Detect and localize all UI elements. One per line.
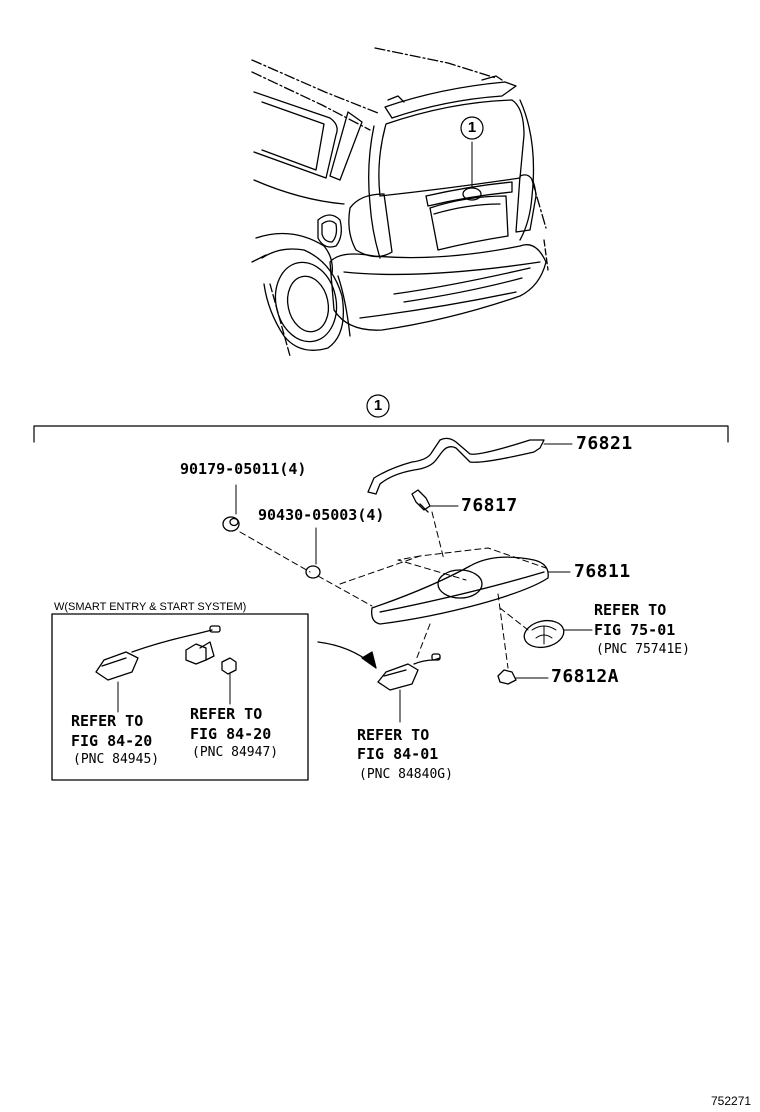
vehicle-rear-illustration (251, 47, 549, 357)
ref-84-20-b-line1: REFER TO (190, 705, 263, 723)
ref-84-20-a-pnc: (PNC 84945) (73, 752, 160, 767)
ref-84-01-fig[interactable]: FIG 84-01 (357, 745, 439, 763)
callout-number-group: 1 (373, 397, 383, 414)
ref-84-20-a-line1: REFER TO (71, 712, 144, 730)
callout-number-vehicle: 1 (467, 119, 477, 136)
ref-84-20-b-pnc: (PNC 84947) (192, 745, 279, 760)
ref-84-20-a-fig[interactable]: FIG 84-20 (71, 732, 153, 750)
condition-label: W(SMART ENTRY & START SYSTEM) (54, 601, 247, 613)
ref-84-01-line1: REFER TO (357, 726, 430, 744)
part-number-76812a[interactable]: 76812A (551, 666, 620, 687)
fastener-code-90179[interactable]: 90179-05011(4) (180, 460, 307, 478)
fastener-code-90430[interactable]: 90430-05003(4) (258, 506, 385, 524)
ref-84-20-b-fig[interactable]: FIG 84-20 (190, 725, 272, 743)
ref-75-01-line1: REFER TO (594, 601, 667, 619)
part-number-76817[interactable]: 76817 (461, 495, 518, 516)
part-number-76821[interactable]: 76821 (576, 433, 633, 454)
ref-75-01-fig[interactable]: FIG 75-01 (594, 621, 676, 639)
part-number-76811[interactable]: 76811 (574, 561, 631, 582)
figure-id: 752271 (711, 1094, 752, 1108)
smart-entry-variant-box (51, 613, 309, 781)
ref-75-01-pnc: (PNC 75741E) (596, 642, 690, 657)
garnish-assembly-group (33, 394, 729, 723)
ref-84-01-pnc: (PNC 84840G) (359, 767, 453, 782)
